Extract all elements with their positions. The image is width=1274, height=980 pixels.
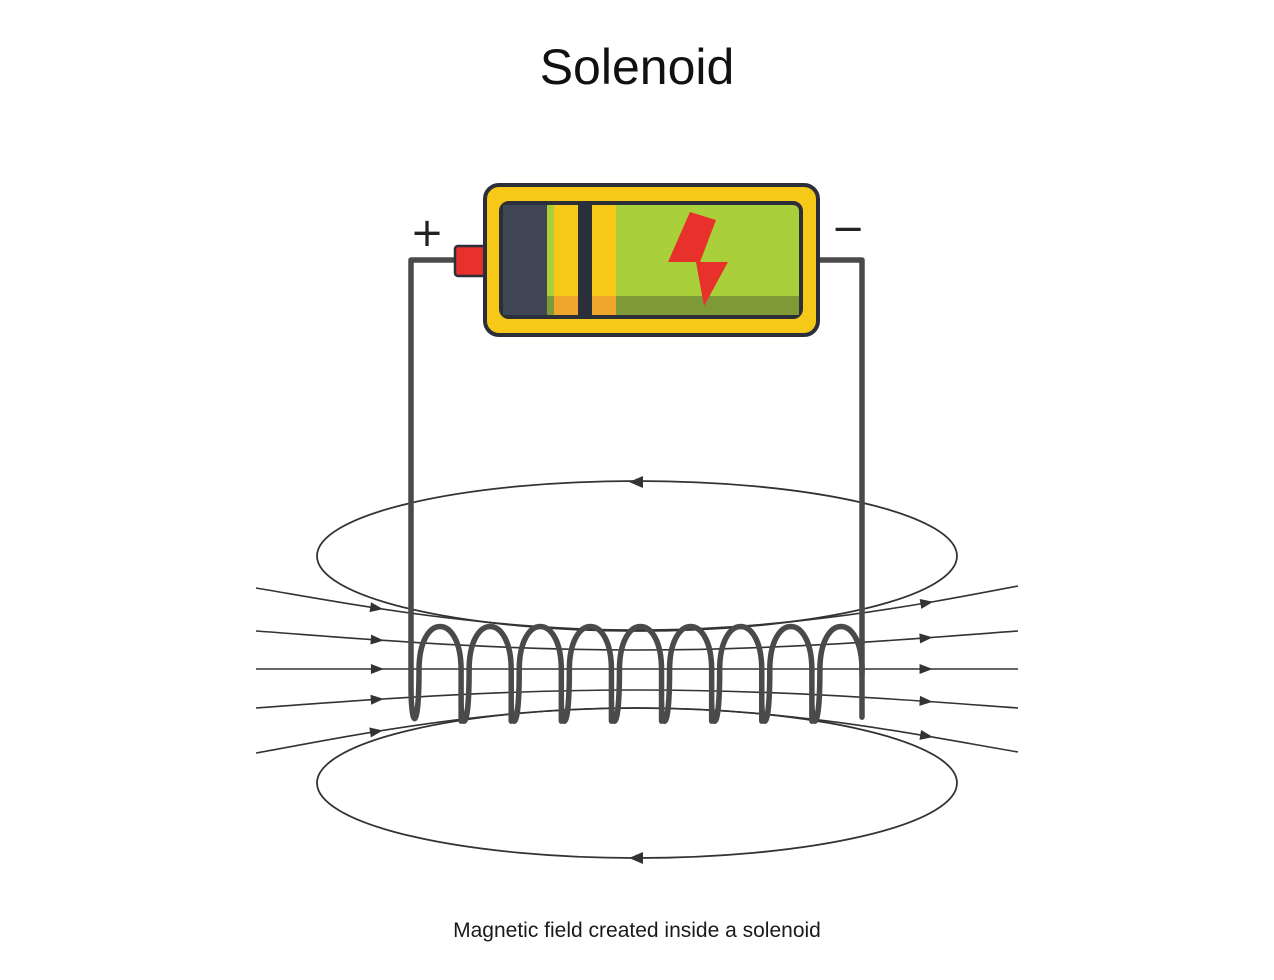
field-line-4-arrow-1 xyxy=(370,694,384,705)
field-line-5-arrow-1 xyxy=(369,727,383,738)
field-line-2-arrow-1 xyxy=(370,634,384,645)
wire-left xyxy=(408,257,455,685)
field-line-3-arrow-2 xyxy=(919,664,933,674)
diagram-caption: Magnetic field created inside a solenoid xyxy=(453,919,821,942)
solenoid-coil xyxy=(408,624,865,724)
battery-cell-shade xyxy=(503,296,799,315)
lightning-bolt-icon xyxy=(668,212,728,306)
field-line-4-arrow-2 xyxy=(919,695,933,706)
field-arrow-top-left xyxy=(629,476,643,488)
field-line-1-arrow-1 xyxy=(369,602,384,613)
field-loop-bottom xyxy=(316,707,958,864)
field-lines xyxy=(255,585,1019,754)
field-line-3-arrow-1 xyxy=(370,664,384,674)
field-loop-top xyxy=(316,476,958,632)
wire-right xyxy=(815,257,865,675)
battery-divider xyxy=(578,205,592,315)
field-line-2-arrow-2 xyxy=(919,633,933,644)
diagram-title: Solenoid xyxy=(539,39,735,95)
battery-dark-band xyxy=(503,205,547,315)
field-arrow-bottom-left xyxy=(629,852,643,864)
coil-winding xyxy=(408,624,865,724)
field-line-2 xyxy=(255,630,1019,651)
field-line-5-arrow-2 xyxy=(919,730,934,740)
field-line-4 xyxy=(255,689,1019,709)
positive-terminal-label: + xyxy=(410,210,444,256)
negative-terminal-label: − xyxy=(831,206,865,252)
circuit-wire xyxy=(408,257,865,685)
battery xyxy=(453,183,820,337)
field-line-1-arrow-2 xyxy=(919,598,934,609)
